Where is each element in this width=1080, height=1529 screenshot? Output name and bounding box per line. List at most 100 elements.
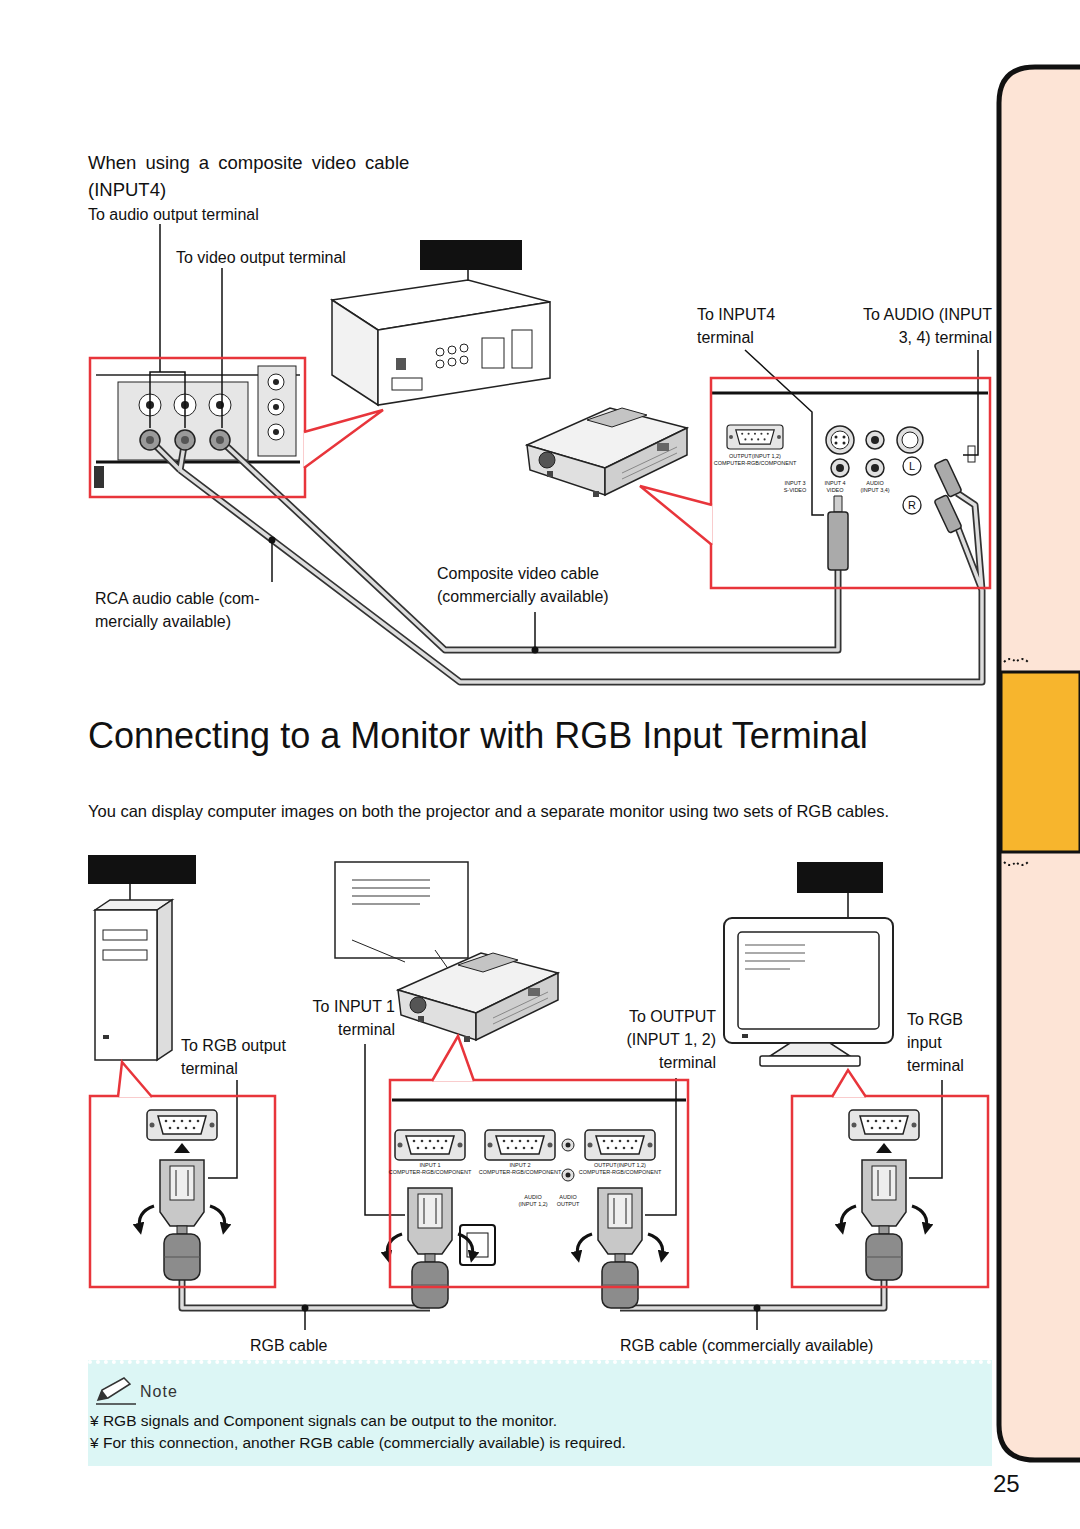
computer-tower	[157, 900, 172, 1060]
cable-label: RGB cable	[250, 1334, 327, 1357]
leader-line	[745, 350, 824, 515]
panel-label: INPUT 3	[785, 481, 806, 487]
projector-panel-detail	[902, 432, 918, 448]
callout-label: To AUDIO (INPUT 3, 4) terminal	[852, 303, 992, 349]
video-deck	[460, 344, 468, 352]
projection-screen	[352, 887, 430, 889]
projection-screen	[352, 879, 430, 881]
leader-line	[150, 372, 185, 428]
projector-panel-detail	[585, 1130, 655, 1160]
leader-line	[645, 1078, 676, 1215]
projector-panel-detail	[834, 496, 842, 512]
projection-screen	[352, 940, 405, 962]
projector-panel-detail	[828, 512, 848, 570]
callout-frame	[832, 1070, 866, 1097]
page-illustration	[398, 953, 558, 1042]
callout-frame	[304, 410, 383, 468]
video-deck	[512, 330, 532, 368]
callout-frame	[90, 358, 305, 497]
page-illustration	[577, 1188, 662, 1308]
callout-label: To audio output terminal	[88, 203, 259, 226]
deck-panel-detail	[94, 366, 300, 488]
monitor-panel-detail	[876, 1143, 892, 1153]
callout-frame	[390, 1080, 688, 1287]
computer-panel-detail	[147, 1110, 217, 1153]
projector-panel-detail	[566, 1143, 571, 1148]
monitor-panel-detail	[849, 1110, 919, 1153]
channel-label: L	[909, 461, 915, 472]
monitor	[745, 960, 805, 962]
cable-label: RCA audio cable (com- mercially availabl…	[95, 587, 295, 633]
callout-label: To RGB output terminal	[181, 1034, 321, 1080]
monitor	[797, 862, 883, 893]
video-deck	[392, 378, 422, 390]
leader-line	[159, 224, 161, 372]
leader-line	[909, 1080, 942, 1178]
monitor	[724, 862, 893, 1066]
note-icon	[96, 1403, 136, 1405]
leader-line	[963, 350, 978, 455]
computer-tower	[103, 1035, 109, 1039]
leader-line	[534, 612, 536, 650]
projector-panel-detail	[871, 436, 879, 444]
computer-panel-detail	[147, 1110, 217, 1140]
leader-line	[365, 1044, 405, 1215]
monitor	[760, 1056, 860, 1066]
side-tab	[1001, 672, 1080, 852]
deck-panel-detail	[273, 379, 279, 385]
section-heading: When using a composite video cable (INPU…	[88, 150, 448, 204]
rca-plug	[216, 436, 224, 444]
rca-plug	[181, 436, 189, 444]
deck-panel-detail	[273, 404, 279, 410]
note-bullet: ¥ RGB signals and Component signals can …	[90, 1410, 984, 1432]
callout-frame	[711, 378, 990, 588]
callout-label: To video output terminal	[176, 246, 346, 269]
monitor	[745, 944, 805, 946]
leader-line	[150, 224, 978, 650]
video-deck	[460, 356, 468, 364]
callout-frame	[640, 486, 712, 545]
projector-panel-detail	[835, 442, 838, 445]
leader-dot	[302, 1305, 761, 1312]
projector-panel-detail	[836, 464, 844, 472]
panel-label: INPUT 1	[420, 1163, 441, 1169]
video-deck	[332, 240, 550, 405]
deck-panel-detail	[268, 374, 284, 390]
deck-panel-detail	[216, 401, 224, 409]
rca-plug	[146, 436, 154, 444]
channel-label: R	[908, 500, 916, 511]
computer-tower	[103, 930, 147, 940]
monitor	[745, 952, 805, 954]
projector-panel-detail	[562, 1169, 574, 1181]
projection-screen	[352, 895, 430, 897]
projector-panel-detail	[843, 436, 846, 439]
panel-label: AUDIO	[524, 1195, 541, 1201]
panel-label: VIDEO	[826, 488, 843, 494]
panel-label: S-VIDEO	[784, 488, 807, 494]
panel-label: OUTPUT(INPUT 1,2)	[594, 1163, 646, 1169]
note-icon	[94, 1376, 138, 1406]
panel-label: (INPUT 3,4)	[860, 488, 889, 494]
monitor	[745, 968, 790, 970]
computer-tower	[88, 855, 196, 1060]
side-tab	[1004, 862, 1028, 865]
monitor	[847, 893, 849, 918]
rca-plug	[210, 430, 230, 450]
projector-panel-detail	[968, 446, 975, 462]
rca-plug	[175, 430, 195, 450]
cable	[220, 440, 838, 650]
video-deck	[420, 240, 522, 270]
panel-label: OUTPUT(INPUT 1,2)	[729, 454, 781, 460]
projector-panel-detail	[485, 1130, 555, 1160]
panel-label: OUTPUT	[557, 1202, 580, 1208]
projection-screen	[352, 903, 420, 905]
callout-frame	[90, 1096, 275, 1287]
panel-label: COMPUTER-RGB/COMPONENT	[714, 461, 797, 467]
deck-panel-detail	[94, 466, 104, 488]
video-deck	[482, 338, 504, 368]
panel-label: (INPUT 1,2)	[518, 1202, 547, 1208]
rca-plug	[140, 430, 160, 450]
page-number: 25	[993, 1470, 1020, 1499]
video-deck	[436, 348, 444, 356]
projector-panel-detail	[831, 431, 849, 449]
